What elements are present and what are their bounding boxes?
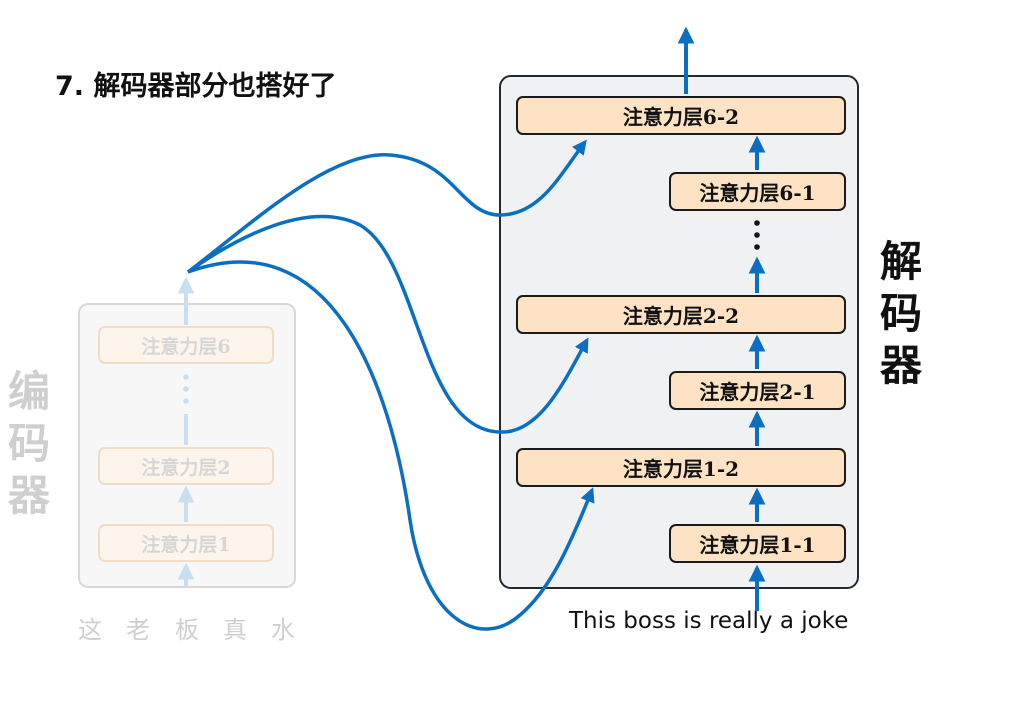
encoder-token: 水 <box>271 616 295 644</box>
diagram-title: 7. 解码器部分也搭好了 <box>55 71 337 102</box>
encoder-token: 老 <box>126 616 150 644</box>
encoder-layer-2: 注意力层2 <box>98 447 274 485</box>
encoder-layer-6: 注意力层6 <box>98 326 274 364</box>
encoder-token: 板 <box>175 616 199 644</box>
decoder-layer-2-2: 注意力层2-2 <box>516 295 846 334</box>
decoder-layer-2-1: 注意力层2-1 <box>669 371 846 410</box>
encoder-token: 真 <box>223 616 247 644</box>
decoder-label: 解码器 <box>879 237 922 390</box>
cross-attention-curves <box>186 139 595 631</box>
decoder-layer-1-2: 注意力层1-2 <box>516 448 846 487</box>
decoder-layer-1-1: 注意力层1-1 <box>669 524 846 563</box>
decoder-layer-6-2: 注意力层6-2 <box>516 96 846 135</box>
encoder-label: 编码器 <box>7 367 50 520</box>
encoder-layer-1: 注意力层1 <box>98 524 274 562</box>
decoder-ellipsis-dots <box>754 220 760 250</box>
encoder-token: 这 <box>78 616 102 644</box>
decoder-layer-6-1: 注意力层6-1 <box>669 172 846 211</box>
encoder-ellipsis-dots <box>183 374 189 404</box>
decoder-input-text: This boss is really a joke <box>569 608 849 634</box>
decoder-flow-arrows <box>677 26 766 611</box>
